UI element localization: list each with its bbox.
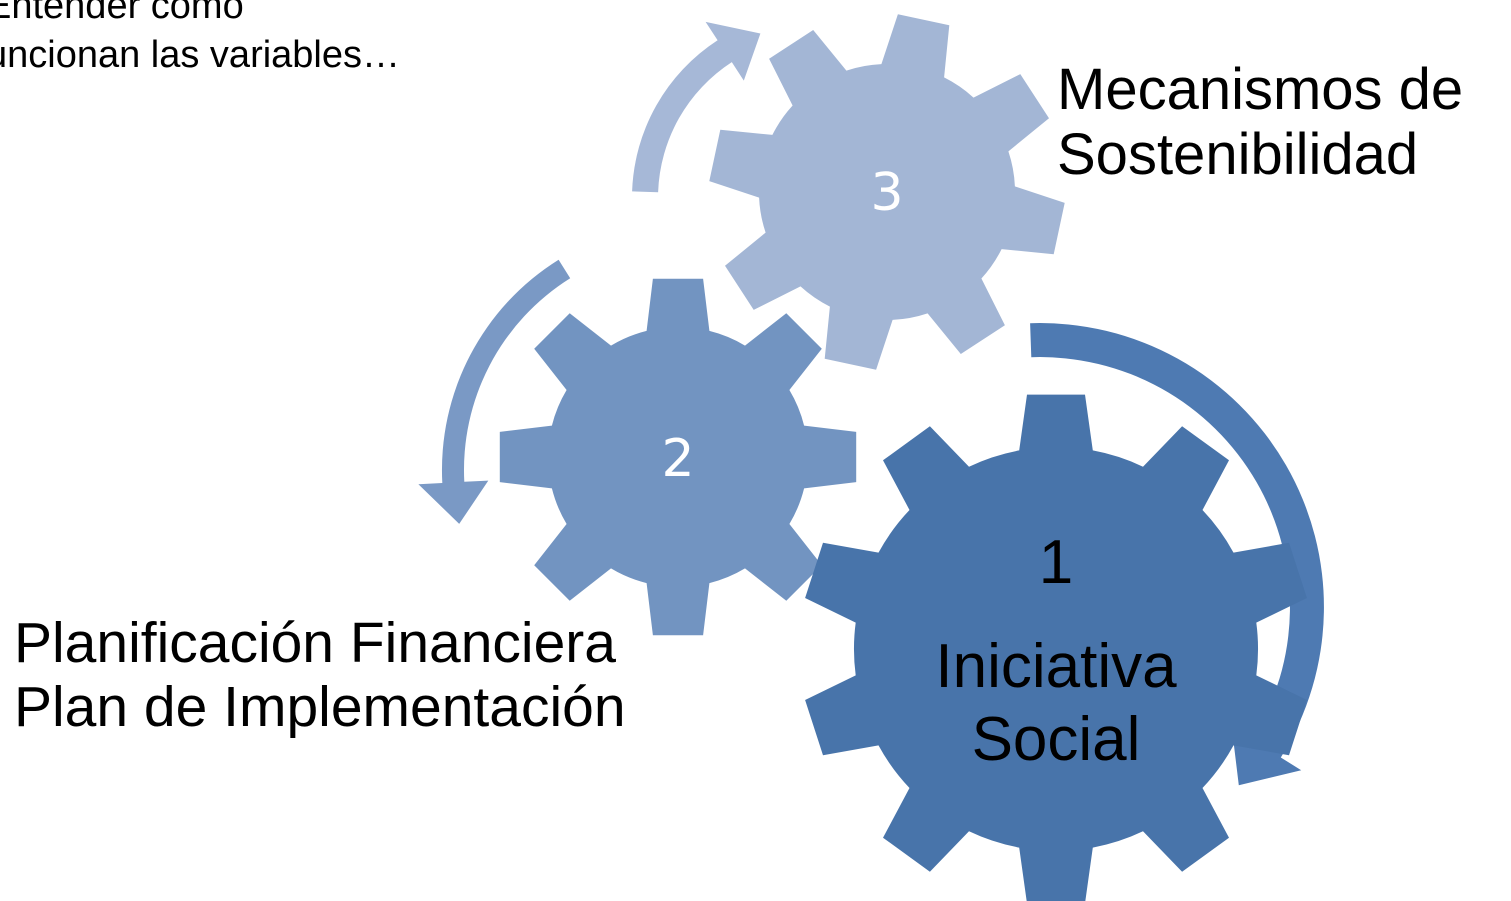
cycle-arrow-top xyxy=(632,21,761,193)
caption-financial-line2: Plan de Implementación xyxy=(14,674,626,739)
cycle-arrow-right xyxy=(1030,323,1324,786)
gear-1-number: 1 xyxy=(1039,528,1073,597)
caption-sustainability-mechanisms: Mecanismos de Sostenibilidad xyxy=(1057,57,1464,188)
gear-1 xyxy=(805,394,1307,901)
caption-understand-line1: Entender como xyxy=(0,0,244,27)
caption-sustainability-line1: Mecanismos de xyxy=(1057,57,1464,122)
caption-financial-line1: Planificación Financiera xyxy=(14,611,616,675)
gear-3 xyxy=(709,14,1065,370)
caption-understand-variables: Entender como uncionan las variables… xyxy=(0,0,400,81)
gear-1-label-line1: Iniciativa xyxy=(935,632,1177,701)
caption-financial-planning: Planificación Financiera Plan de Impleme… xyxy=(14,611,626,740)
gear-2-number: 2 xyxy=(661,429,694,489)
gear-1-label-line2: Social xyxy=(972,705,1141,774)
caption-understand-line2: uncionan las variables… xyxy=(0,34,401,77)
gear-2 xyxy=(499,278,857,636)
cycle-arrow-left xyxy=(418,259,571,524)
caption-sustainability-line2: Sostenibilidad xyxy=(1057,121,1419,187)
gear-3-number: 3 xyxy=(870,163,903,223)
